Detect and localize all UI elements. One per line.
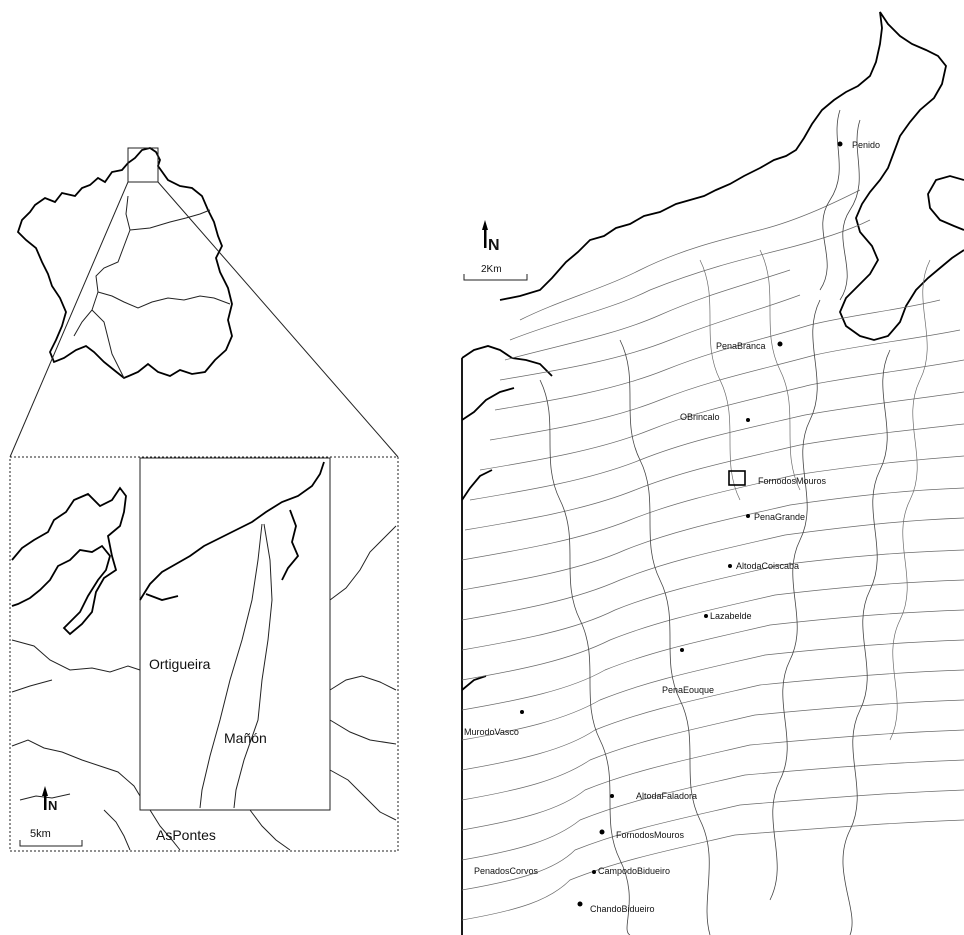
site-label-chandobidueiro: ChandoBidueiro: [590, 904, 655, 914]
inset-scale-bar: 5km: [19, 828, 83, 847]
contour-map: Penido PenaBranca OBrincalo FornodosMour…: [461, 11, 964, 935]
site-marker-square: [728, 470, 746, 486]
contour-north-arrow-icon: N: [482, 220, 500, 254]
site-label-murodovasco: MurodoVasco: [464, 727, 519, 737]
galicia-overview-map: [16, 147, 233, 380]
site-label-lazabelde: Lazabelde: [710, 611, 752, 621]
label-ortigueira: Ortigueira: [149, 656, 211, 672]
contour-scale-bar: 2Km: [463, 264, 528, 281]
site-label-penadoscorvos: PenadosCorvos: [474, 866, 539, 876]
contour-scale-label: 2Km: [481, 264, 502, 275]
inset-municipalities-map: Ortigueira Mañón AsPontes N 5km: [9, 456, 399, 852]
site-label-penido: Penido: [852, 140, 880, 150]
site-label-altodacoiscaba: AltodaCoiscaba: [736, 561, 799, 571]
study-area-box: [127, 147, 159, 183]
site-label-campodobidueiro: CampodoBidueiro: [598, 866, 670, 876]
inset-scale-label: 5km: [30, 828, 51, 840]
site-label-penaeouque: PenaEouque: [662, 685, 714, 695]
inset-north-arrow-icon: N: [42, 786, 57, 813]
site-label-fornodosmouros-2: FornodosMouros: [616, 830, 685, 840]
site-label-altodafaladora: AltodaFaladora: [636, 791, 697, 801]
zoom-projection-lines: [9, 181, 399, 458]
label-aspontes: AsPontes: [156, 827, 216, 843]
site-label-fornodosmouros-1: FornodosMouros: [758, 476, 827, 486]
label-manon: Mañón: [224, 730, 267, 746]
inset-north-label: N: [48, 798, 57, 813]
site-label-penagrande: PenaGrande: [754, 512, 805, 522]
site-label-obrincalo: OBrincalo: [680, 412, 720, 422]
site-label-penabranca: PenaBranca: [716, 341, 766, 351]
contour-north-label: N: [488, 237, 500, 254]
